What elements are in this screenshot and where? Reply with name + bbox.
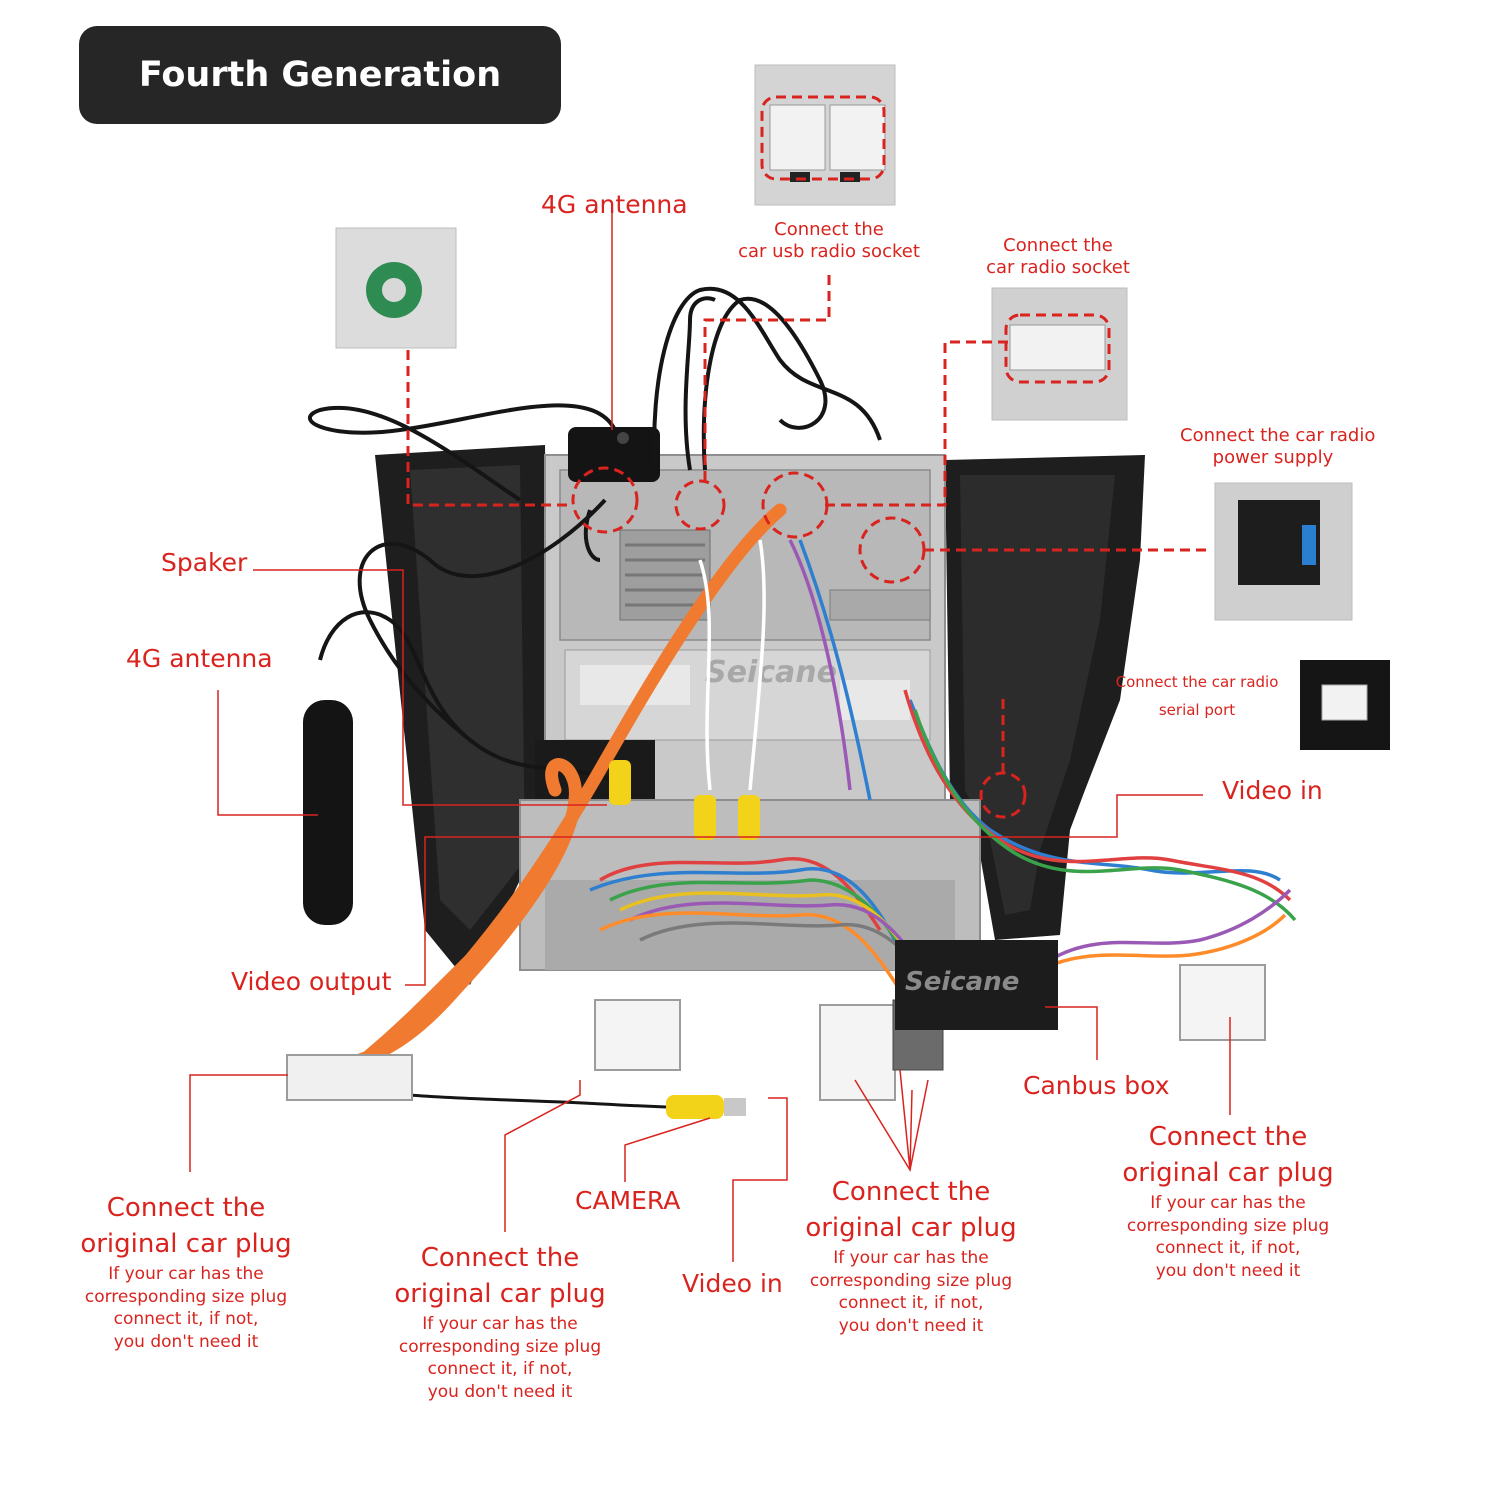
thumb-radio-socket	[991, 287, 1128, 421]
dashed-callouts	[406, 95, 1208, 819]
label-video-in-right: Video in	[1222, 776, 1323, 805]
label-4g-antenna-left: 4G antenna	[126, 644, 273, 673]
thumb-antenna	[335, 227, 457, 349]
stick-antenna	[303, 700, 353, 925]
label-power-supply: Connect the car radio power supply	[1180, 425, 1376, 468]
orange-cable	[353, 503, 787, 1067]
dash-bezel	[375, 445, 1145, 985]
label-usb-socket: Connect the car usb radio socket	[738, 219, 920, 262]
label-video-output: Video output	[231, 967, 392, 996]
rca-plugs	[609, 760, 760, 1119]
label-speaker: Spaker	[161, 548, 248, 577]
label-video-in-bottom: Video in	[682, 1269, 783, 1298]
label-serial-port: Connect the car radio serial port	[1115, 673, 1279, 719]
black-cables	[307, 286, 882, 782]
thumb-usb-socket	[754, 64, 896, 206]
canbus-box-shape	[895, 940, 1058, 1030]
page-title: Fourth Generation	[138, 55, 502, 95]
plug-block-4: Connect the original car plug If your ca…	[1122, 1122, 1334, 1281]
plug-block-1: Connect the original car plug If your ca…	[80, 1193, 292, 1352]
label-4g-antenna-top: 4G antenna	[541, 190, 688, 219]
antenna-puck	[568, 427, 660, 482]
label-radio-socket: Connect the car radio socket	[986, 235, 1130, 278]
thumb-power-supply	[1214, 482, 1353, 621]
plug-block-3: Connect the original car plug If your ca…	[805, 1177, 1017, 1336]
plugs	[286, 964, 1266, 1101]
generation-header: Fourth Generation	[79, 26, 561, 124]
label-camera: CAMERA	[575, 1186, 681, 1215]
watermark-text-2: Seicane	[905, 967, 1019, 997]
thumb-serial-port	[1300, 660, 1390, 750]
leader-lines	[189, 210, 1231, 1262]
label-canbus-box: Canbus box	[1023, 1071, 1170, 1100]
plug-block-2: Connect the original car plug If your ca…	[394, 1243, 606, 1402]
watermark-text: Seicane	[705, 655, 837, 690]
